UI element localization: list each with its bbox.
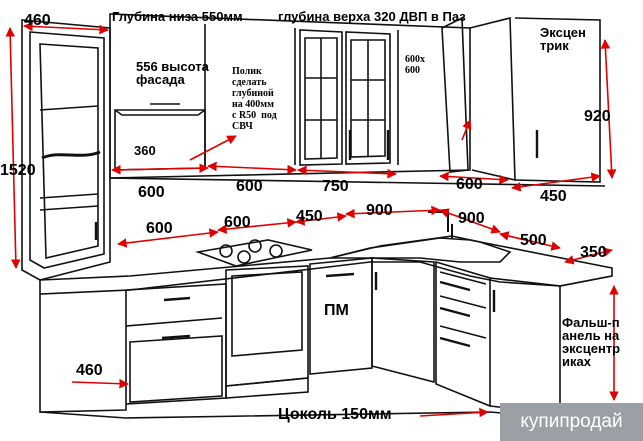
cut-mark bbox=[41, 150, 101, 160]
upper-width-600-c: 600 bbox=[456, 176, 483, 193]
upper-cabinets bbox=[109, 13, 606, 187]
counter-350: 350 bbox=[580, 244, 607, 261]
upper-width-600-b: 600 bbox=[236, 178, 263, 195]
counter-900-a: 900 bbox=[366, 202, 393, 219]
shelf-note: Полик сделать глубиной на 400мм с R50 по… bbox=[232, 66, 277, 132]
height-920: 920 bbox=[584, 108, 611, 125]
cooktop bbox=[194, 239, 313, 267]
upper-width-600-a: 600 bbox=[138, 184, 165, 201]
plinth-note: Цоколь 150мм bbox=[278, 406, 392, 423]
upper-width-450: 450 bbox=[540, 188, 567, 205]
dimension-arrows bbox=[5, 21, 619, 418]
counter-500: 500 bbox=[520, 232, 547, 249]
counter-900-b: 900 bbox=[458, 210, 485, 227]
counter-450: 450 bbox=[296, 208, 323, 225]
upper-depth-note: глубина верха 320 ДВП в Паз bbox=[278, 9, 466, 24]
tall-cabinet bbox=[21, 19, 111, 281]
width-460-top: 460 bbox=[24, 12, 51, 29]
tap bbox=[428, 211, 453, 238]
eccentric-note: Эксцен трик bbox=[540, 25, 586, 53]
watermark: купипродай bbox=[500, 403, 643, 441]
dishwasher-label: ПМ bbox=[324, 302, 349, 319]
facade-height-note: 556 высота фасада bbox=[136, 59, 209, 87]
height-1520: 1520 bbox=[0, 162, 36, 179]
lower-cabinets bbox=[39, 257, 613, 419]
counter-600-b: 600 bbox=[224, 214, 251, 231]
width-460-bottom: 460 bbox=[76, 362, 103, 379]
upper-width-750: 750 bbox=[322, 178, 349, 195]
false-panel-note: Фальш-п анель на эксцентр иках bbox=[562, 315, 621, 369]
corner-600x600: 600х 600 bbox=[405, 54, 425, 76]
lower-depth-note: Глубина низа 550мм bbox=[112, 9, 243, 24]
depth-360: 360 bbox=[134, 143, 156, 158]
counter-600-a: 600 bbox=[146, 220, 173, 237]
